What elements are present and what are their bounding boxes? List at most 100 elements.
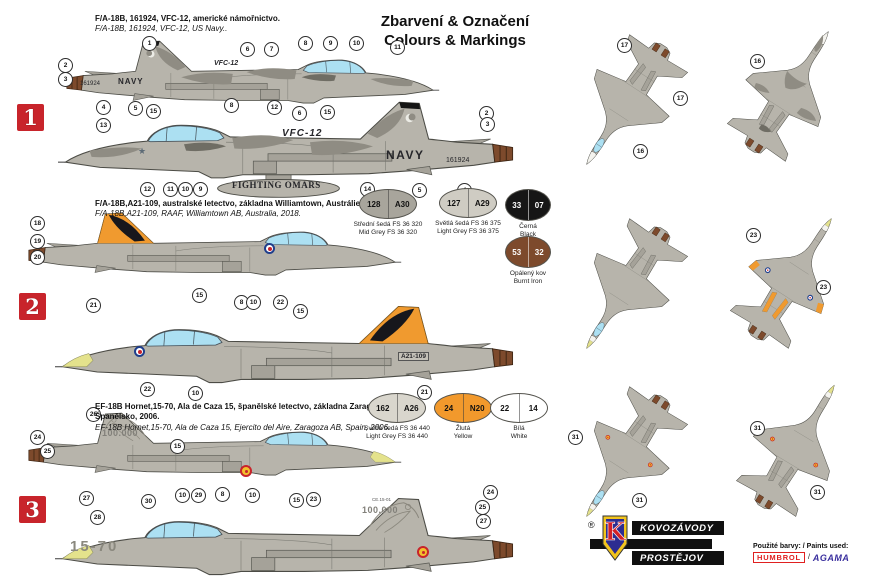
scheme3-heading-en: EF-18B Hornet,15-70, Ala de Caza 15, Eje… bbox=[95, 422, 391, 432]
callout-marker: 10 bbox=[246, 295, 261, 310]
paint-code: A30 bbox=[394, 199, 410, 209]
callout-marker: 1 bbox=[142, 36, 157, 51]
callout-marker: 31 bbox=[632, 493, 647, 508]
paint-code: 162 bbox=[376, 403, 390, 413]
orange-fin bbox=[358, 305, 429, 345]
callout-marker: 10 bbox=[245, 488, 260, 503]
plan-view-scheme1-right bbox=[714, 8, 865, 175]
paint-name-cs: Světlá šedá FS 36 375 bbox=[435, 220, 501, 227]
callout-marker: 5 bbox=[412, 183, 427, 198]
callout-marker: 8 bbox=[224, 98, 239, 113]
canopy bbox=[264, 232, 328, 246]
callout-marker: 15 bbox=[320, 105, 335, 120]
page-title-cs: Zbarvení & Označení bbox=[380, 13, 530, 30]
marking-fincode-small: VFC-12 bbox=[214, 60, 239, 67]
canopy bbox=[145, 329, 223, 347]
paint-name-en: White bbox=[510, 433, 528, 441]
callout-marker: 8 bbox=[215, 487, 230, 502]
paint-code: A26 bbox=[403, 403, 419, 413]
callout-marker: 24 bbox=[30, 430, 45, 445]
callout-marker: 3 bbox=[480, 117, 495, 132]
paint-name-en: Mid Grey FS 36 320 bbox=[358, 229, 418, 237]
marking-tailcode: CE.15-01 bbox=[104, 414, 124, 419]
logo-text-bottom: PROSTĚJOV bbox=[632, 551, 724, 565]
paint-code: 14 bbox=[528, 403, 538, 413]
callout-marker: 15 bbox=[192, 288, 207, 303]
paint-name-cs: Žlutá bbox=[455, 425, 471, 432]
scheme3-heading: EF-18B Hornet,15-70, Ala de Caza 15, špa… bbox=[95, 402, 395, 433]
paint-code: A29 bbox=[474, 198, 490, 208]
callout-marker: 8 bbox=[298, 36, 313, 51]
callout-marker: 18 bbox=[30, 216, 45, 231]
callout-marker: 16 bbox=[750, 54, 765, 69]
paint-name-cs: Černá bbox=[519, 223, 537, 230]
callout-marker: 21 bbox=[417, 385, 432, 400]
scheme1-number-badge: 1 bbox=[17, 104, 44, 131]
callout-marker: 17 bbox=[617, 38, 632, 53]
kp-logo-shield-icon: K bbox=[602, 515, 628, 561]
paints-used-block: Použité barvy: / Paints used: HUMBROL / … bbox=[753, 543, 849, 563]
scheme3-heading-cs: EF-18B Hornet,15-70, Ala de Caza 15, špa… bbox=[95, 402, 390, 422]
canopy bbox=[264, 432, 328, 446]
callout-marker: 2 bbox=[58, 58, 73, 73]
callout-marker: 6 bbox=[240, 42, 255, 57]
paint-code: 22 bbox=[500, 403, 510, 413]
airframe bbox=[724, 362, 872, 530]
paint-name-cs: Opálený kov bbox=[509, 270, 547, 277]
callout-marker: 4 bbox=[96, 100, 111, 115]
paint-name-en: Burnt Iron bbox=[513, 278, 543, 286]
yellow-nose-tip bbox=[370, 451, 396, 463]
callout-marker: 21 bbox=[86, 298, 101, 313]
canopy bbox=[145, 521, 223, 539]
profile-scheme2-starboard bbox=[55, 305, 514, 384]
humbrol-logo: HUMBROL bbox=[753, 552, 805, 563]
callout-marker: 23 bbox=[306, 492, 321, 507]
paints-used-label: Použité barvy: / Paints used: bbox=[753, 543, 849, 550]
profile-scheme3-starboard bbox=[55, 497, 514, 576]
paint-name-en: Yellow bbox=[453, 433, 473, 441]
callout-marker: 6 bbox=[292, 106, 307, 121]
scheme1-heading-en: F/A-18B, 161924, VFC-12, US Navy.. bbox=[95, 24, 228, 34]
paint-code: 33 bbox=[512, 200, 522, 210]
marking-tail-art: 100.000 bbox=[102, 428, 139, 438]
yellow-nose-tip bbox=[828, 384, 836, 394]
paint-name-cs: Světlá šedá FS 36 440 bbox=[364, 425, 430, 432]
paint-name-cs: Bílá bbox=[513, 425, 525, 432]
raaf-roundel-icon bbox=[264, 243, 275, 254]
plan-view-scheme2-right bbox=[717, 195, 868, 362]
agama-logo: AGAMA bbox=[812, 552, 850, 563]
callout-marker: 15 bbox=[170, 439, 185, 454]
plan-view-scheme3-right bbox=[724, 362, 872, 530]
callout-marker: 22 bbox=[140, 382, 155, 397]
marking-nose-code: 15-70 bbox=[70, 538, 119, 555]
callout-marker: 24 bbox=[483, 485, 498, 500]
scheme1-heading: F/A-18B, 161924, VFC-12, americké námořn… bbox=[95, 14, 425, 35]
yellow-nose-tip bbox=[825, 217, 833, 227]
paint-code: 53 bbox=[512, 247, 522, 257]
callout-marker: 29 bbox=[191, 488, 206, 503]
callout-marker: 31 bbox=[750, 421, 765, 436]
callout-marker: 3 bbox=[58, 72, 73, 87]
airframe bbox=[714, 8, 865, 175]
callout-marker: 10 bbox=[175, 488, 190, 503]
spanish-roundel-icon bbox=[417, 546, 429, 558]
callout-marker: 26 bbox=[86, 407, 101, 422]
callout-marker: 22 bbox=[273, 295, 288, 310]
callout-marker: 10 bbox=[178, 182, 193, 197]
callout-marker: 31 bbox=[568, 430, 583, 445]
callout-marker: 15 bbox=[289, 493, 304, 508]
callout-marker: 15 bbox=[146, 104, 161, 119]
paint-code: 07 bbox=[534, 200, 544, 210]
callout-marker: 30 bbox=[141, 494, 156, 509]
yellow-nose-tip bbox=[585, 340, 593, 350]
callout-marker: 10 bbox=[188, 386, 203, 401]
scheme2-number-badge: 2 bbox=[19, 293, 46, 320]
callout-marker: 15 bbox=[293, 304, 308, 319]
paint-code: 32 bbox=[534, 247, 544, 257]
